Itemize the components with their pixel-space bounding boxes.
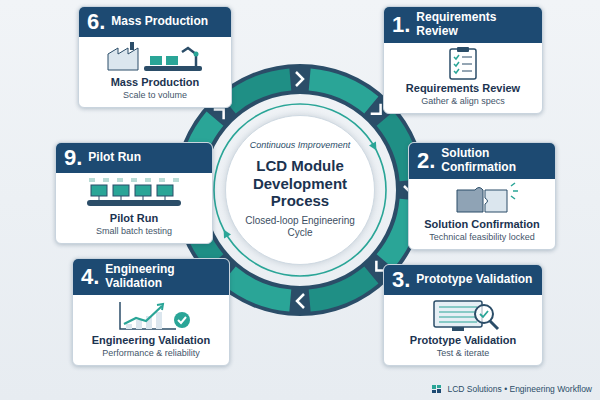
- hub-subtitle: Closed-loop Engineering Cycle: [244, 215, 356, 239]
- card-header: 4. Engineering Validation: [73, 259, 229, 295]
- card-body: Pilot RunSmall batch testing: [56, 173, 212, 243]
- inner-arrowhead: [220, 228, 231, 239]
- card-body: Solution ConfirmationTechnical feasibili…: [409, 179, 555, 249]
- step-card: 2.Solution ConfirmationSolution Confirma…: [408, 142, 556, 250]
- step-number: 4.: [81, 266, 99, 288]
- logo-icon: [431, 383, 443, 395]
- footer-label: LCD Solutions • Engineering Workflow: [447, 384, 592, 394]
- factory-icon: [108, 42, 202, 71]
- card-body: Engineering ValidationPerformance & reli…: [73, 295, 229, 365]
- card-body: Requirements ReviewGather & align specs: [384, 43, 542, 113]
- step-icon: [408, 298, 518, 332]
- monitor-icon: [434, 301, 498, 331]
- step-title: Mass Production: [85, 76, 225, 89]
- card-header: 1. Requirements Review: [384, 7, 542, 43]
- step-icon: [408, 46, 518, 80]
- step-title: Solution Confirmation: [415, 218, 549, 231]
- hub-circle: Continuous ImprovementLCD Module Develop…: [225, 115, 375, 265]
- step-number: 6.: [87, 11, 105, 33]
- card-header: 3. Prototype Validation: [384, 265, 542, 295]
- header-title: Pilot Run: [88, 151, 141, 165]
- step-icon: [79, 176, 189, 210]
- header-title: Mass Production: [111, 15, 208, 29]
- step-card: 4.Engineering ValidationEngineering Vali…: [72, 258, 230, 366]
- step-title: Requirements Review: [390, 82, 536, 95]
- step-subtitle: Scale to volume: [85, 90, 225, 101]
- card-body: Prototype ValidationTest & iterate: [384, 295, 542, 365]
- puzzle-icon: [457, 183, 518, 212]
- hub-title: LCD Module Development Process: [244, 157, 356, 210]
- header-title: Solution Confirmation: [441, 147, 547, 175]
- step-card: 3.Prototype ValidationPrototype Validati…: [383, 264, 543, 366]
- header-title: Requirements Review: [416, 11, 534, 39]
- cycle-caption: Continuous Improvement: [250, 141, 351, 151]
- header-title: Engineering Validation: [105, 263, 221, 291]
- step-title: Prototype Validation: [390, 334, 536, 347]
- step-number: 1.: [392, 14, 410, 36]
- step-subtitle: Small batch testing: [62, 226, 206, 237]
- ring-chevron: [297, 294, 304, 308]
- pilot-icon: [87, 178, 181, 206]
- card-body: Mass ProductionScale to volume: [79, 37, 231, 107]
- header-title: Prototype Validation: [416, 273, 532, 287]
- step-number: 3.: [392, 269, 410, 291]
- step-subtitle: Technical feasibility locked: [415, 232, 549, 243]
- step-card: 6.Mass ProductionMass ProductionScale to…: [78, 6, 232, 108]
- step-title: Engineering Validation: [79, 334, 223, 347]
- inner-arrowhead: [369, 142, 380, 153]
- step-number: 9.: [64, 147, 82, 169]
- step-card: 9.Pilot RunPilot RunSmall batch testing: [55, 142, 213, 244]
- step-icon: [427, 182, 537, 216]
- inner-cycle: [214, 104, 386, 276]
- card-header: 6. Mass Production: [79, 7, 231, 37]
- footer: LCD Solutions • Engineering Workflow: [431, 383, 592, 395]
- step-subtitle: Gather & align specs: [390, 96, 536, 107]
- step-icon: [100, 40, 210, 74]
- step-subtitle: Performance & reliability: [79, 348, 223, 359]
- step-card: 1.Requirements ReviewRequirements Review…: [383, 6, 543, 114]
- step-subtitle: Test & iterate: [390, 348, 536, 359]
- step-title: Pilot Run: [62, 212, 206, 225]
- card-header: 9. Pilot Run: [56, 143, 212, 173]
- step-icon: [96, 298, 206, 332]
- step-number: 2.: [417, 150, 435, 172]
- card-header: 2. Solution Confirmation: [409, 143, 555, 179]
- clipboard-icon: [450, 47, 476, 79]
- chart-icon: [120, 302, 190, 329]
- ring-chevron: [296, 72, 303, 86]
